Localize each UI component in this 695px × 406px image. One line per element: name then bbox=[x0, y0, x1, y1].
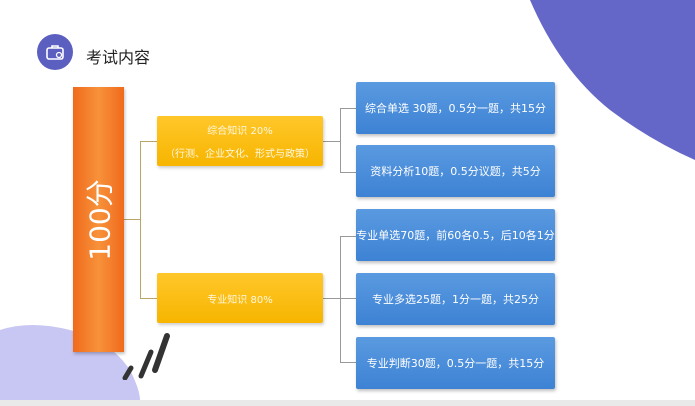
item-box: 资料分析10题，0.5分议题，共5分 bbox=[356, 145, 555, 197]
decorative-blob-bottom-left bbox=[0, 325, 140, 400]
total-score: 100分 bbox=[83, 178, 117, 261]
item-box: 综合单选 30题，0.5分一题，共15分 bbox=[356, 82, 555, 134]
briefcase-icon bbox=[37, 34, 73, 70]
total-score-box: 100分 bbox=[73, 87, 124, 352]
decorative-blob-top-right bbox=[530, 0, 695, 160]
category-label: 专业知识 80% bbox=[207, 294, 273, 306]
page-title: 考试内容 bbox=[86, 48, 151, 67]
decorative-strokes bbox=[122, 333, 170, 380]
category-professional: 专业知识 80% bbox=[157, 273, 323, 323]
item-box: 专业判断30题，0.5分一题，共15分 bbox=[356, 337, 555, 389]
category-label: 综合知识 20% bbox=[207, 126, 273, 137]
category-general: 综合知识 20% （行测、企业文化、形式与政策） bbox=[157, 116, 323, 166]
item-box: 专业多选25题，1分一题，共25分 bbox=[356, 273, 555, 325]
item-box: 专业单选70题，前60各0.5，后10各1分 bbox=[356, 209, 555, 261]
category-sub: （行测、企业文化、形式与政策） bbox=[165, 149, 315, 160]
